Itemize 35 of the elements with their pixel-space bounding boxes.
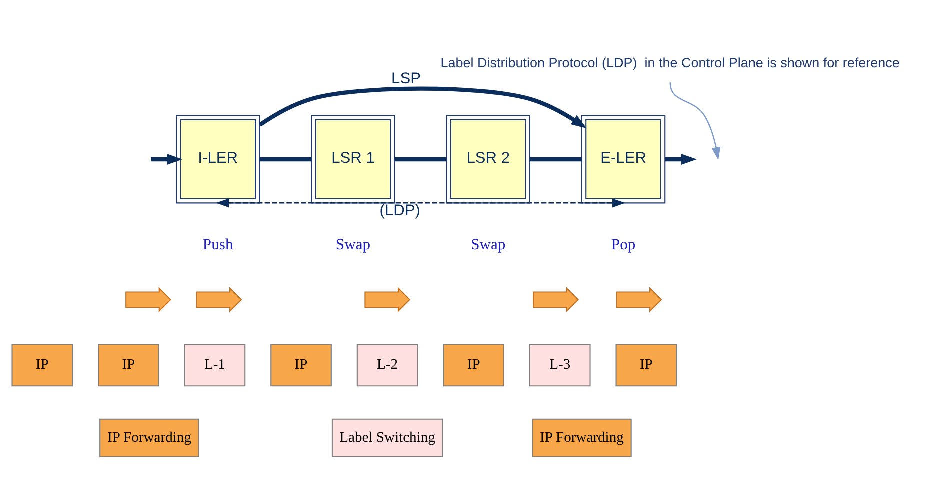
connector <box>260 157 312 162</box>
node-arrow <box>126 287 172 313</box>
node-box: LSR 2 <box>446 115 530 204</box>
node-box: IP <box>98 344 160 387</box>
node-arrow <box>616 287 662 313</box>
connector <box>394 157 447 162</box>
node-arrow <box>533 287 580 313</box>
arrow <box>670 82 721 160</box>
node-box: IP Forwarding <box>100 418 200 458</box>
arrow <box>258 86 587 129</box>
node-box: I-LER <box>176 115 260 204</box>
node-arrow <box>364 287 411 313</box>
node-arrow <box>196 287 242 313</box>
node-box: L-3 <box>529 344 591 387</box>
node-box: E-LER <box>581 115 666 204</box>
node-label: Push <box>202 236 234 254</box>
edge-label: LSP <box>392 70 421 88</box>
edge-label: (LDP) <box>380 202 420 220</box>
arrow <box>151 154 183 165</box>
node-box: IP Forwarding <box>532 418 632 458</box>
arrow <box>665 154 698 165</box>
node-box: L-1 <box>184 344 246 387</box>
node-box: IP <box>270 344 332 387</box>
node-label: Swap <box>471 236 506 254</box>
node-box: Label Switching <box>332 418 444 458</box>
node-box: IP <box>443 344 504 387</box>
node-box: LSR 1 <box>311 115 396 204</box>
connector <box>530 157 582 162</box>
node-text: Label Distribution Protocol (LDP) in the Control Plane is shown for reference <box>440 55 900 70</box>
arrow <box>216 198 626 208</box>
node-box: IP <box>12 344 74 387</box>
node-label: Pop <box>611 236 636 254</box>
node-box: IP <box>616 344 678 387</box>
node-box: L-2 <box>356 344 418 387</box>
node-label: Swap <box>336 236 371 254</box>
